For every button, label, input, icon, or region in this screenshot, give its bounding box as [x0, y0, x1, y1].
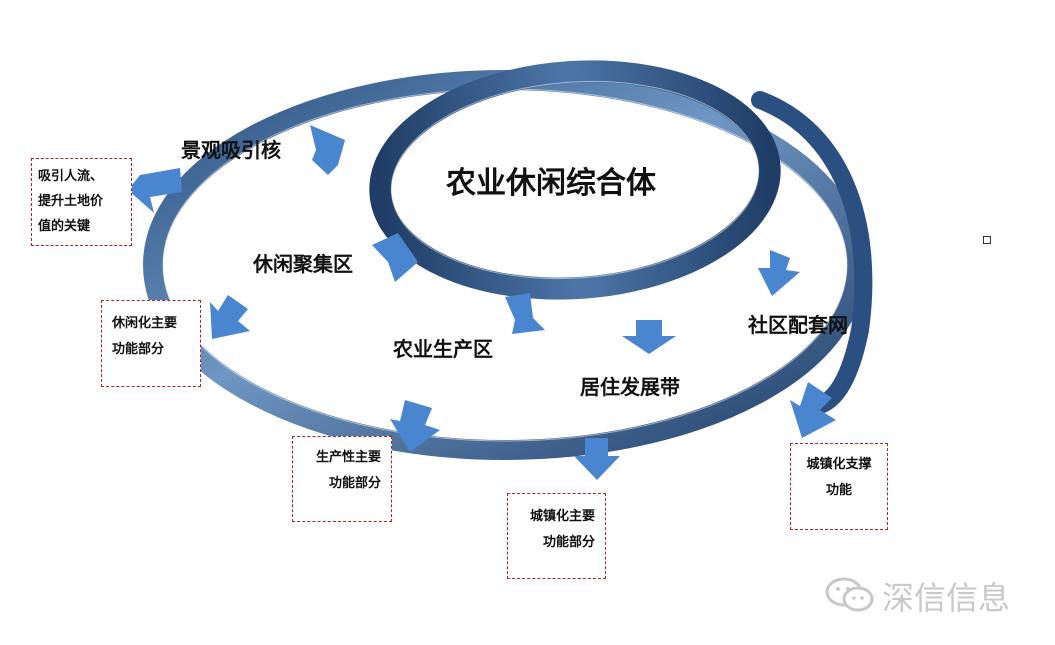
zone-landscape-label: 景观吸引核	[181, 138, 281, 162]
watermark-text: 深信信息	[882, 579, 1011, 617]
arrow-community	[758, 250, 800, 296]
arrow-residential	[622, 320, 676, 354]
note-urban-func-line: 功能部分	[542, 535, 595, 550]
arrow-urban-support	[790, 382, 836, 438]
arrow-agri	[505, 293, 545, 334]
note-production-func-line: 生产性主要	[315, 450, 381, 465]
arrow-attract	[128, 168, 182, 213]
note-urban-func-line: 城镇化主要	[529, 509, 595, 524]
note-attract-line: 值的关键	[38, 219, 91, 234]
arrow-leisure-func	[210, 295, 250, 339]
flow-arrows	[128, 125, 836, 480]
arrow-landscape	[310, 125, 345, 175]
note-urban-support-line: 城镇化支撑	[806, 457, 872, 472]
note-attract-line: 吸引人流、	[38, 169, 104, 184]
inner-ribbon	[369, 60, 781, 300]
note-urban-support-line: 功能	[825, 483, 852, 498]
note-leisure-func-line: 功能部分	[112, 342, 165, 357]
core-title: 农业休闲综合体	[446, 166, 656, 201]
zone-agri-label: 农业生产区	[393, 337, 493, 361]
note-urban-func: 城镇化主要 功能部分	[507, 493, 606, 579]
note-attract-line: 提升土地价	[38, 194, 104, 209]
wechat-icon	[825, 577, 874, 612]
arrow-urban-func	[574, 438, 620, 480]
zone-residential-label: 居住发展带	[580, 375, 680, 399]
note-attract: 吸引人流、 提升土地价 值的关键	[31, 158, 132, 246]
zone-community-label: 社区配套网	[748, 313, 848, 337]
selection-handle[interactable]	[983, 236, 991, 244]
note-production-func-line: 功能部分	[328, 476, 381, 491]
connector-ribbon	[751, 91, 873, 414]
note-urban-support: 城镇化支撑 功能	[790, 443, 888, 530]
note-production-func: 生产性主要 功能部分	[292, 436, 392, 522]
arrow-production-func	[390, 400, 440, 452]
note-leisure-func-line: 休闲化主要	[112, 316, 178, 331]
zone-leisure-label: 休闲聚集区	[253, 252, 353, 276]
arrow-leisure	[372, 233, 418, 282]
note-leisure-func: 休闲化主要 功能部分	[101, 300, 201, 387]
